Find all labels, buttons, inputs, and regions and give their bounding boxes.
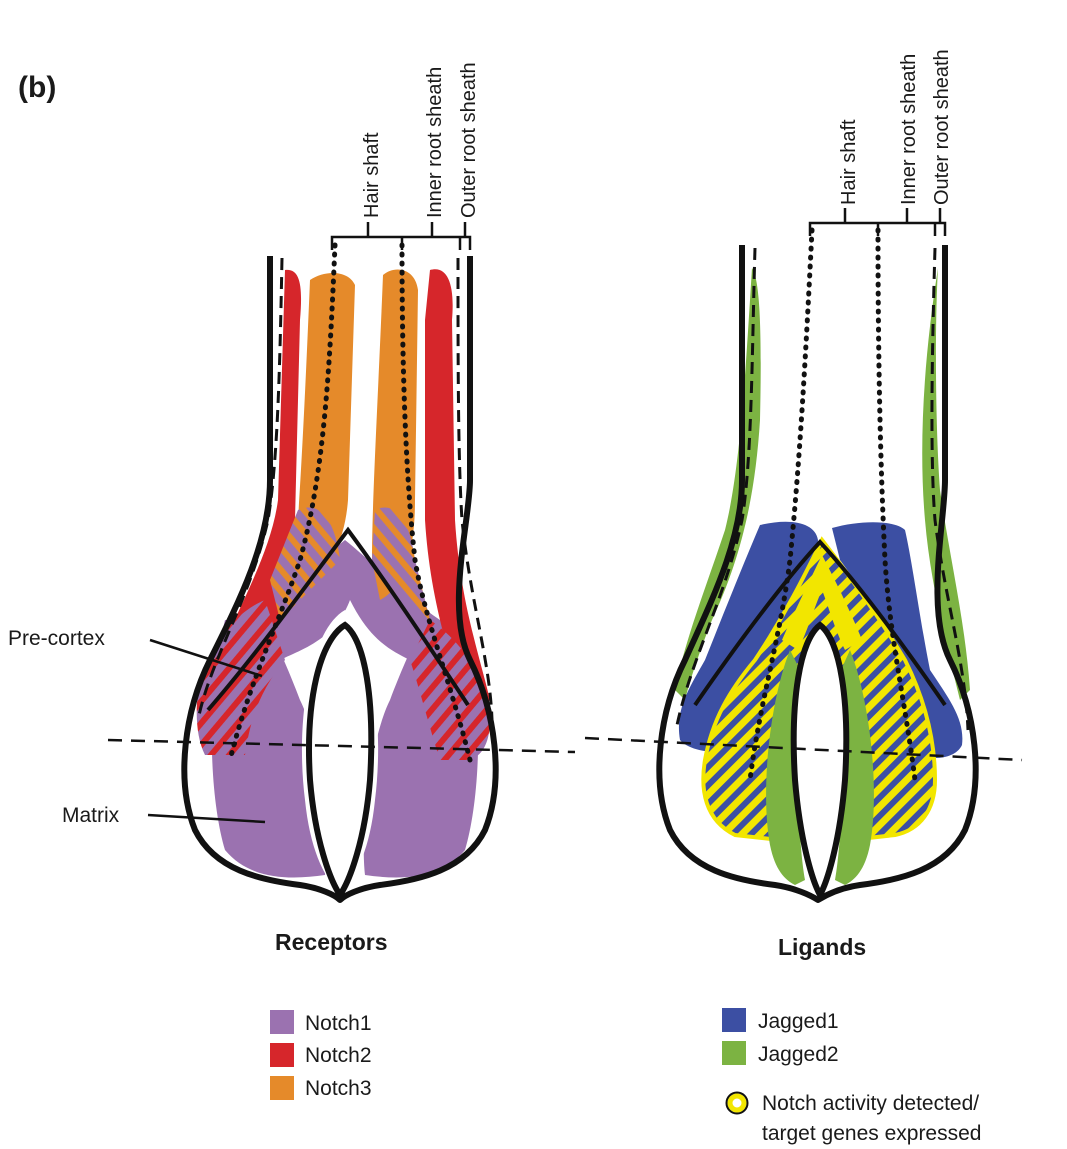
legend-label-notch1: Notch1 [305,1012,372,1035]
matrix-label: Matrix [62,804,120,827]
label-inner-root-sheath-right: Inner root sheath [898,54,920,205]
label-outer-root-sheath-right: Outer root sheath [931,49,953,205]
legend-label-notch3: Notch3 [305,1077,372,1100]
ligands-legend: Jagged1 Jagged2 Notch activity detected/… [722,1008,981,1145]
legend-label-jagged1: Jagged1 [758,1010,839,1033]
panel-label: (b) [18,71,56,104]
receptors-title: Receptors [275,929,387,955]
activity-legend-line2: target genes expressed [762,1122,981,1145]
pre-cortex-label: Pre-cortex [8,627,105,650]
label-hair-shaft-right: Hair shaft [838,119,860,205]
legend-label-notch2: Notch2 [305,1044,372,1067]
legend-label-jagged2: Jagged2 [758,1043,839,1066]
legend-swatch-notch3 [270,1076,294,1100]
receptors-legend: Notch1 Notch2 Notch3 [270,1010,372,1100]
legend-swatch-jagged2 [722,1041,746,1065]
label-hair-shaft-left: Hair shaft [361,132,383,218]
yellow-ring-icon [730,1096,744,1110]
legend-swatch-notch2 [270,1043,294,1067]
receptors-follicle [108,222,575,900]
label-inner-root-sheath-left: Inner root sheath [424,67,446,218]
ligands-follicle [585,208,1022,900]
legend-swatch-jagged1 [722,1008,746,1032]
ligands-title: Ligands [778,934,866,960]
activity-legend-line1: Notch activity detected/ [762,1092,979,1115]
label-outer-root-sheath-left: Outer root sheath [458,62,480,218]
legend-swatch-notch1 [270,1010,294,1034]
